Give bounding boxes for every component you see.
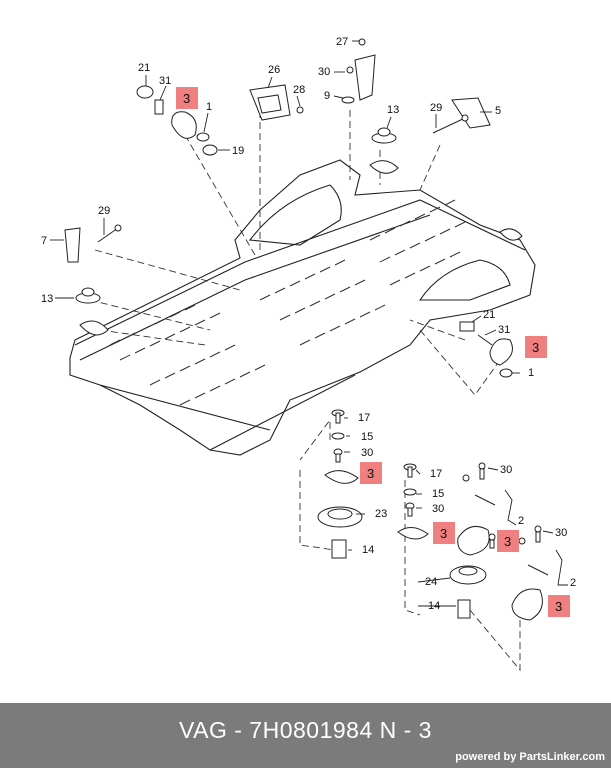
callout-2: 2 — [570, 577, 576, 589]
highlight-box — [497, 530, 519, 552]
leader-lines — [89, 100, 521, 672]
callout-30: 30 — [500, 464, 512, 476]
callout-15: 15 — [361, 431, 373, 443]
callout-19: 19 — [232, 145, 244, 157]
callout-31: 31 — [159, 75, 171, 87]
callout-9: 9 — [324, 90, 330, 102]
callout-2: 2 — [518, 515, 524, 527]
callout-14: 14 — [362, 544, 374, 556]
callout-21: 21 — [483, 309, 495, 321]
floor-panel — [69, 159, 536, 456]
callout-3-highlighted: 3 — [532, 340, 539, 355]
highlight-box — [525, 336, 547, 358]
callout-29: 29 — [98, 205, 110, 217]
callout-3-highlighted: 3 — [183, 91, 190, 106]
callout-ticks — [50, 40, 568, 607]
callout-27: 27 — [336, 36, 348, 48]
exploded-parts-diagram: 21 31 3 1 19 26 28 27 30 9 13 29 5 29 7 … — [41, 36, 576, 672]
callout-3-highlighted: 3 — [504, 534, 511, 549]
highlight-box — [360, 462, 382, 484]
powered-by-credit: powered by PartsLinker.com — [455, 751, 605, 763]
floor-slots — [109, 199, 466, 406]
parts — [64, 38, 549, 621]
callout-26: 26 — [268, 64, 280, 76]
callout-29: 29 — [430, 102, 442, 114]
highlight-box — [433, 522, 455, 544]
callout-15: 15 — [432, 488, 444, 500]
callout-7: 7 — [41, 235, 47, 247]
callout-30: 30 — [318, 66, 330, 78]
callout-31: 31 — [498, 324, 510, 336]
callout-30: 30 — [555, 527, 567, 539]
footer-bar: VAG - 7H0801984 N - 3 powered by PartsLi… — [0, 703, 611, 768]
callout-1: 1 — [528, 367, 534, 379]
callout-21: 21 — [138, 62, 150, 74]
callout-13: 13 — [387, 104, 399, 116]
callout-17: 17 — [430, 468, 442, 480]
callout-28: 28 — [293, 84, 305, 96]
callout-30: 30 — [361, 447, 373, 459]
callout-24: 24 — [425, 576, 437, 588]
callout-23: 23 — [375, 508, 387, 520]
callouts: 21 31 3 1 19 26 28 27 30 9 13 29 5 29 7 … — [41, 36, 576, 617]
callout-13: 13 — [41, 293, 53, 305]
part-reference: VAG - 7H0801984 N - 3 — [179, 717, 432, 743]
callout-3-highlighted: 3 — [367, 466, 374, 481]
highlight-box — [176, 87, 198, 109]
callout-5: 5 — [495, 105, 501, 117]
callout-3-highlighted: 3 — [440, 526, 447, 541]
callout-3-highlighted: 3 — [555, 599, 562, 614]
callout-17: 17 — [358, 412, 370, 424]
callout-1: 1 — [206, 101, 212, 113]
callout-30: 30 — [432, 503, 444, 515]
highlight-box — [548, 595, 570, 617]
